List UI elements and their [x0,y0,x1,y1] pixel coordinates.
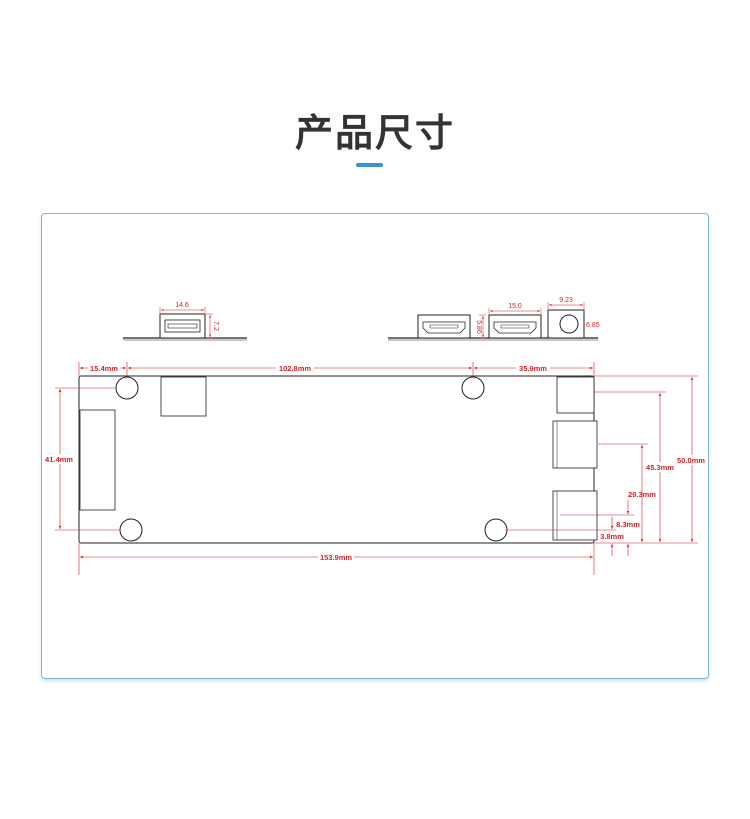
mounting-hole [461,376,485,400]
hdmi-side-view: 15.0 5.86 9.23 6.85 [388,297,600,341]
mounting-hole [119,518,143,542]
hdmi-width-label: 15.0 [508,303,522,310]
dim-total-width: 153.9mm [320,553,352,562]
dim-right-offset: 35.9mm [519,364,547,373]
dim-total-height: 50.0mm [677,456,705,465]
dim-8: 8.3mm [616,520,640,529]
page-title: 产品尺寸 [294,111,455,155]
title-underline [356,163,383,167]
usb-height-label: 7.2 [212,321,219,331]
jack-width-label: 9.23 [559,297,573,304]
mounting-hole [484,518,508,542]
dim-45: 45.3mm [646,463,674,472]
mounting-hole [115,376,139,400]
dim-left-height: 41.4mm [45,455,73,464]
hdmi-height-label: 5.86 [475,320,482,334]
dim-3: 3.8mm [600,532,624,541]
jack-height-label: 6.85 [586,322,600,329]
board-outline [78,375,598,544]
dim-left-offset: 15.4mm [90,364,118,373]
usb-width-label: 14.6 [175,302,189,309]
dim-29: 29.3mm [628,490,656,499]
dim-hole-span: 102.8mm [279,364,311,373]
usb-side-view: 14.6 7.2 [123,302,247,341]
